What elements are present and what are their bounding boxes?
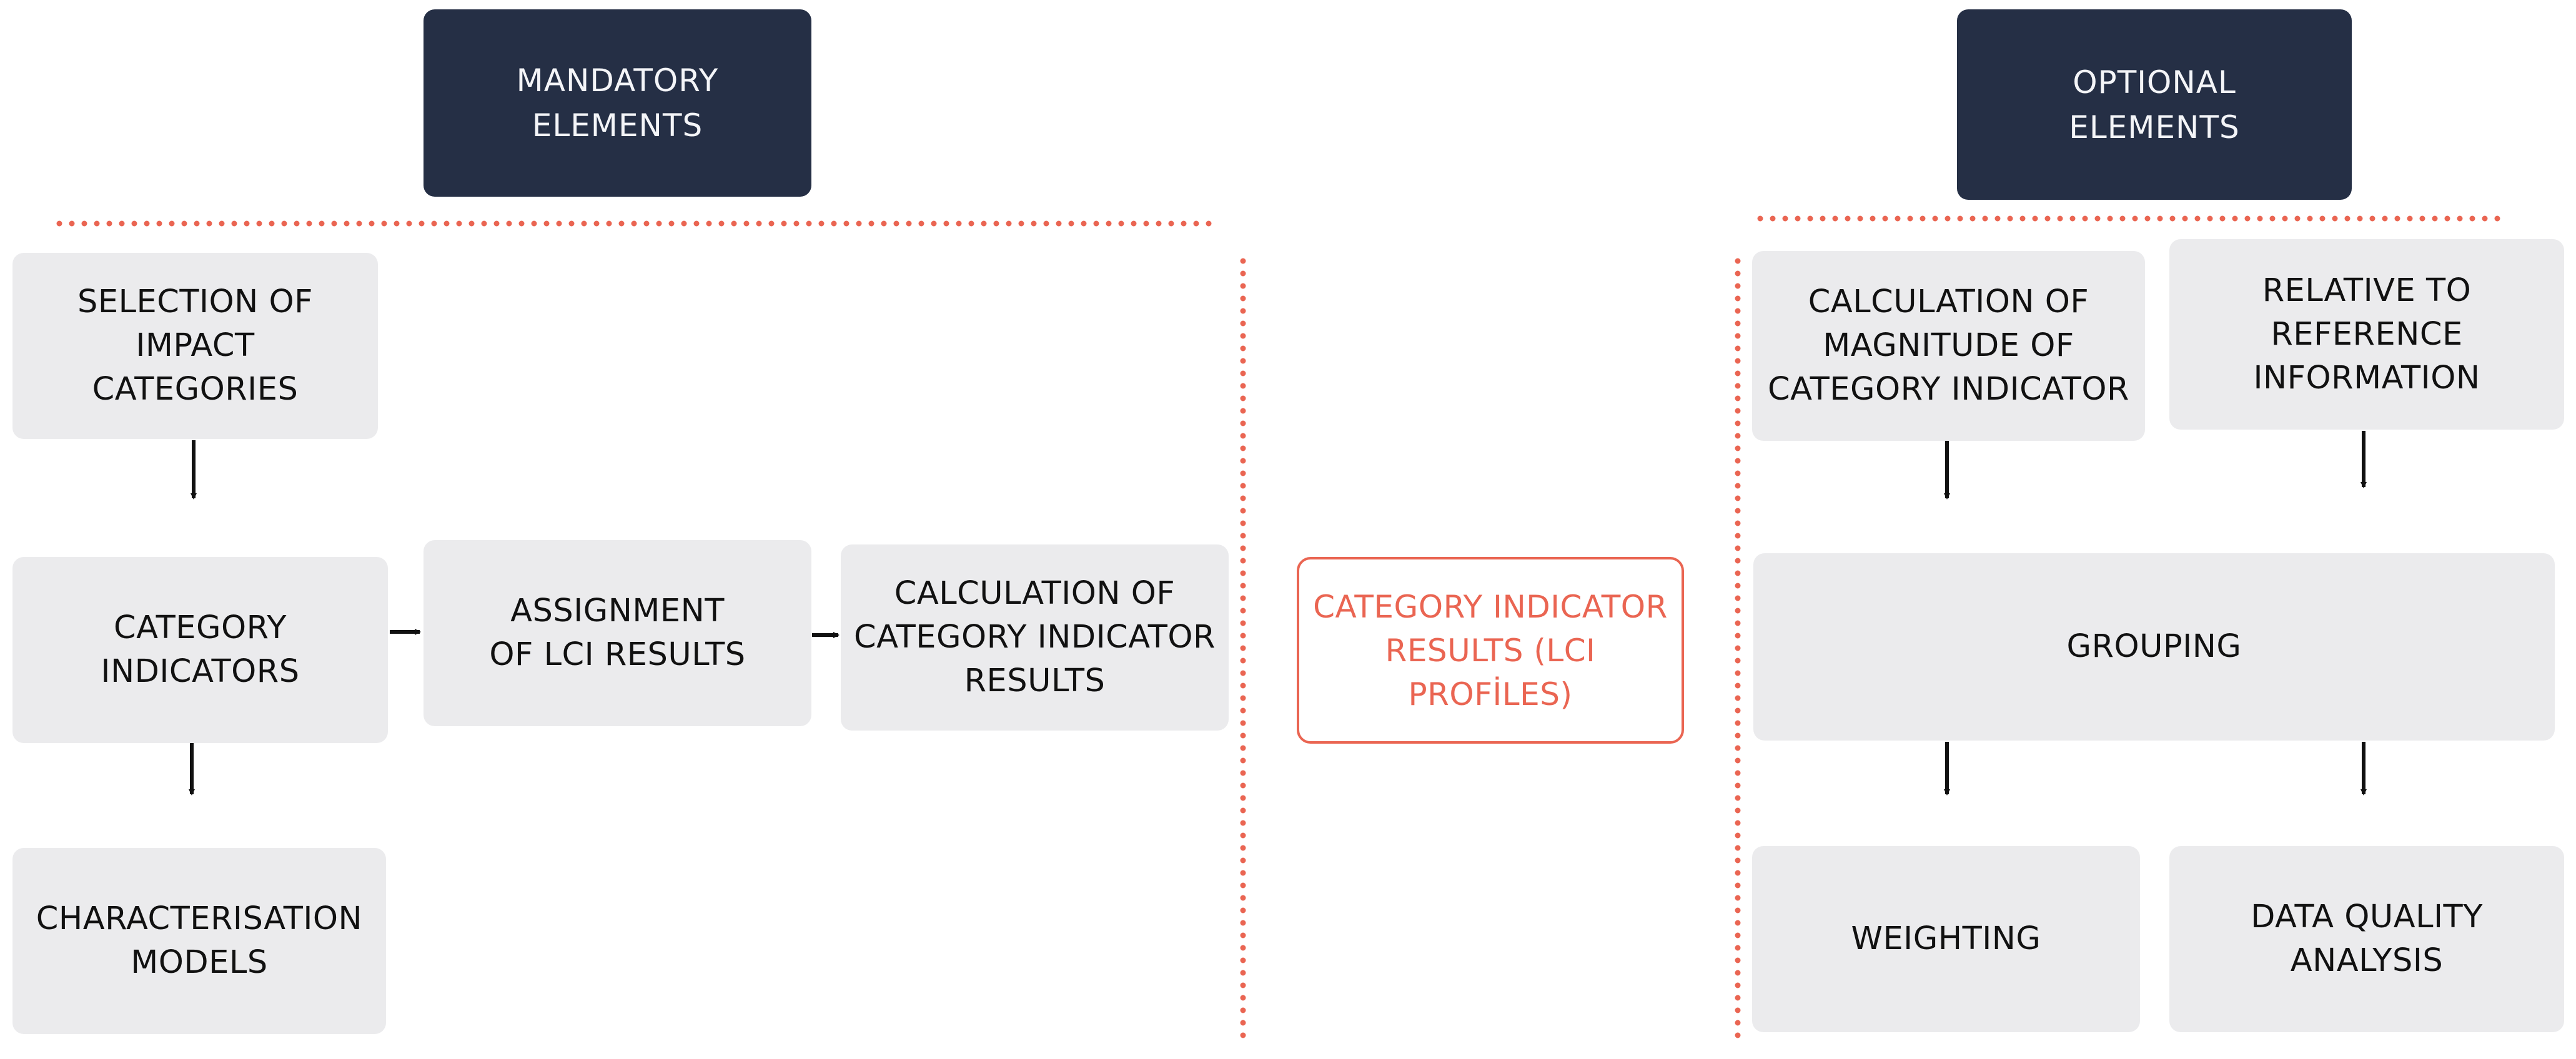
optional-elements-header: OPTIONAL ELEMENTS: [1957, 9, 2352, 200]
selection-of-impact-categories-box: SELECTION OF IMPACT CATEGORIES: [12, 253, 378, 439]
data-quality-analysis-box: DATA QUALITY ANALYSIS: [2169, 846, 2564, 1032]
characterisation-models-box: CHARACTERISATION MODELS: [12, 848, 386, 1034]
grouping-box: GROUPING: [1753, 553, 2555, 741]
calculation-of-category-indicator-results-box: CALCULATION OF CATEGORY INDICATOR RESULT…: [841, 544, 1229, 731]
mandatory-elements-header: MANDATORY ELEMENTS: [424, 9, 811, 197]
assignment-of-lci-results-box: ASSIGNMENT OF LCI RESULTS: [424, 540, 811, 726]
weighting-box: WEIGHTING: [1752, 846, 2140, 1032]
category-indicators-box: CATEGORY INDICATORS: [12, 557, 388, 743]
category-indicator-results-box: CATEGORY INDICATOR RESULTS (LCI PROFİLES…: [1297, 557, 1684, 744]
calculation-of-magnitude-box: CALCULATION OF MAGNITUDE OF CATEGORY IND…: [1752, 251, 2145, 441]
relative-to-reference-information-box: RELATIVE TO REFERENCE INFORMATION: [2169, 239, 2564, 430]
